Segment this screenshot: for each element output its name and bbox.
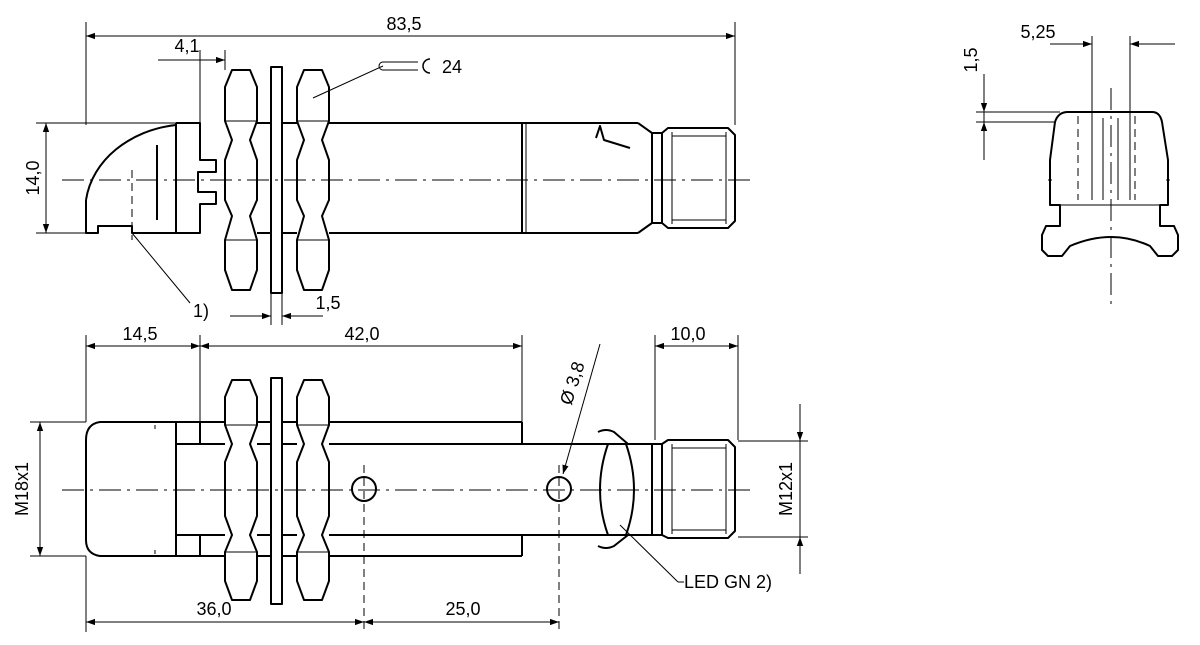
side-view	[62, 66, 752, 304]
label-led: LED GN 2)	[684, 572, 772, 592]
end-view	[976, 36, 1179, 306]
label-nut-offset: 4,1	[174, 36, 199, 56]
plan-view	[62, 377, 752, 630]
side-view-dimensions	[36, 22, 736, 325]
label-length-14-5: 14,5	[122, 324, 157, 344]
label-right-width: 5,25	[1020, 22, 1055, 42]
label-wrench-size: 24	[442, 57, 462, 77]
label-right-height: 1,5	[961, 47, 981, 72]
label-length-42-0: 42,0	[344, 324, 379, 344]
label-thread-connector: M12x1	[776, 462, 796, 516]
plan-view-dimensions	[30, 335, 808, 632]
dimension-labels: 83,5 4,1 24 14,0 1,5 1) 14,5 42,0 10,0 Ø…	[12, 14, 1056, 619]
label-length-25-0: 25,0	[445, 599, 480, 619]
label-length-36-0: 36,0	[196, 599, 231, 619]
label-washer: 1,5	[315, 293, 340, 313]
label-height: 14,0	[23, 160, 43, 195]
label-connector-length: 10,0	[670, 324, 705, 344]
label-overall-length: 83,5	[386, 14, 421, 34]
label-thread-body: M18x1	[12, 462, 32, 516]
label-note-1: 1)	[193, 301, 209, 321]
